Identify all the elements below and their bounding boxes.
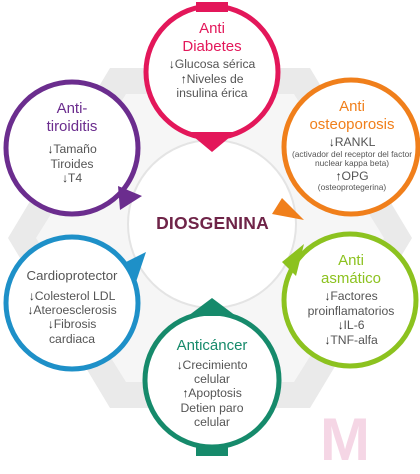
anticancer-line-5: celular (194, 415, 230, 430)
anticancer-title: Anticáncer (176, 337, 248, 354)
tiroiditis-title-2: tiroiditis (46, 117, 98, 135)
anticancer-line-3: ↑Apoptosis (182, 386, 242, 401)
osteoporosis-title-1: Anti (339, 98, 365, 115)
asmatico-line-4: ↓TNF-alfa (324, 332, 378, 347)
arrow-tiroiditis (118, 186, 142, 210)
arrow-anticancer (188, 298, 236, 316)
node-diabetes (143, 2, 281, 152)
arrow-osteoporosis (272, 198, 304, 220)
cardio-line-3: ↓Fibrosis (47, 317, 97, 332)
arrow-diabetes-top (196, 2, 228, 12)
diabetes-title-2: Diabetes (182, 37, 242, 55)
asmatico-title-1: Anti (338, 252, 364, 269)
node-cardio (3, 234, 146, 372)
tiroiditis-line-2: Tiroides (50, 156, 94, 171)
node-asmatico (281, 231, 419, 369)
label-tiroiditis: Anti- tiroiditis ↓Tamaño Tiroides ↓T4 (20, 100, 124, 186)
tiroiditis-line-1: ↓Tamaño (47, 142, 97, 157)
anticancer-line-2: celular (194, 372, 230, 387)
anticancer-line-1: ↓Crecimiento (176, 357, 248, 372)
label-osteoporosis: Anti osteoporosis ↓RANKL (activador del … (290, 98, 414, 193)
cardio-line-4: cardiaca (48, 331, 96, 346)
osteoporosis-line-2: ↑OPG (335, 169, 369, 184)
arrow-diabetes (188, 132, 236, 152)
diabetes-line-2: ↑Niveles de (180, 71, 244, 86)
tiroiditis-title-1: Anti- (56, 100, 88, 117)
osteoporosis-line-1: ↓RANKL (328, 135, 376, 150)
anticancer-line-4: Detien paro (180, 400, 244, 415)
asmatico-line-1: ↓Factores (324, 289, 378, 304)
diabetes-line-1: ↓Glucosa sérica (168, 57, 256, 72)
cardio-line-1: ↓Colesterol LDL (28, 288, 116, 303)
ring-osteoporosis (281, 77, 420, 217)
asmatico-line-2: proinflamatorios (307, 303, 395, 318)
diosgenina-diagram (3, 2, 420, 456)
label-diabetes: Anti Diabetes ↓Glucosa sérica ↑Niveles d… (150, 20, 274, 101)
asmatico-line-3: ↓IL-6 (337, 318, 365, 333)
label-asmatico: Anti asmático ↓Factores proinflamatorios… (290, 252, 412, 347)
osteoporosis-opg-note: (osteoprotegerina) (317, 182, 387, 193)
asmatico-title-2: asmático (320, 269, 382, 287)
diabetes-title-1: Anti (199, 20, 225, 37)
arrow-anticancer-bottom (196, 446, 228, 456)
cardio-line-2: ↓Ateroesclerosis (27, 302, 117, 317)
cardio-title: Cardioprotector (26, 268, 118, 283)
ring-cardio (3, 234, 141, 372)
node-osteoporosis (272, 77, 420, 220)
arrow-cardio (126, 252, 146, 282)
center-label: DIOSGENINA (156, 213, 269, 233)
diabetes-line-3: insulina érica (176, 86, 248, 101)
tiroiditis-line-3: ↓T4 (61, 171, 83, 186)
label-cardio: Cardioprotector ↓Colesterol LDL ↓Ateroes… (10, 268, 134, 346)
node-tiroiditis (3, 79, 142, 217)
ring-asmatico (281, 231, 419, 369)
ring-tiroiditis (3, 79, 141, 217)
arrow-asmatico (282, 244, 304, 276)
label-anticancer: Anticáncer ↓Crecimiento celular ↑Apoptos… (152, 337, 272, 430)
watermark-logo: M (320, 406, 370, 473)
osteoporosis-title-2: osteoporosis (309, 115, 395, 133)
osteoporosis-rankl-note: (activador del receptor del factor nucle… (291, 148, 413, 169)
node-anticancer (142, 298, 282, 456)
